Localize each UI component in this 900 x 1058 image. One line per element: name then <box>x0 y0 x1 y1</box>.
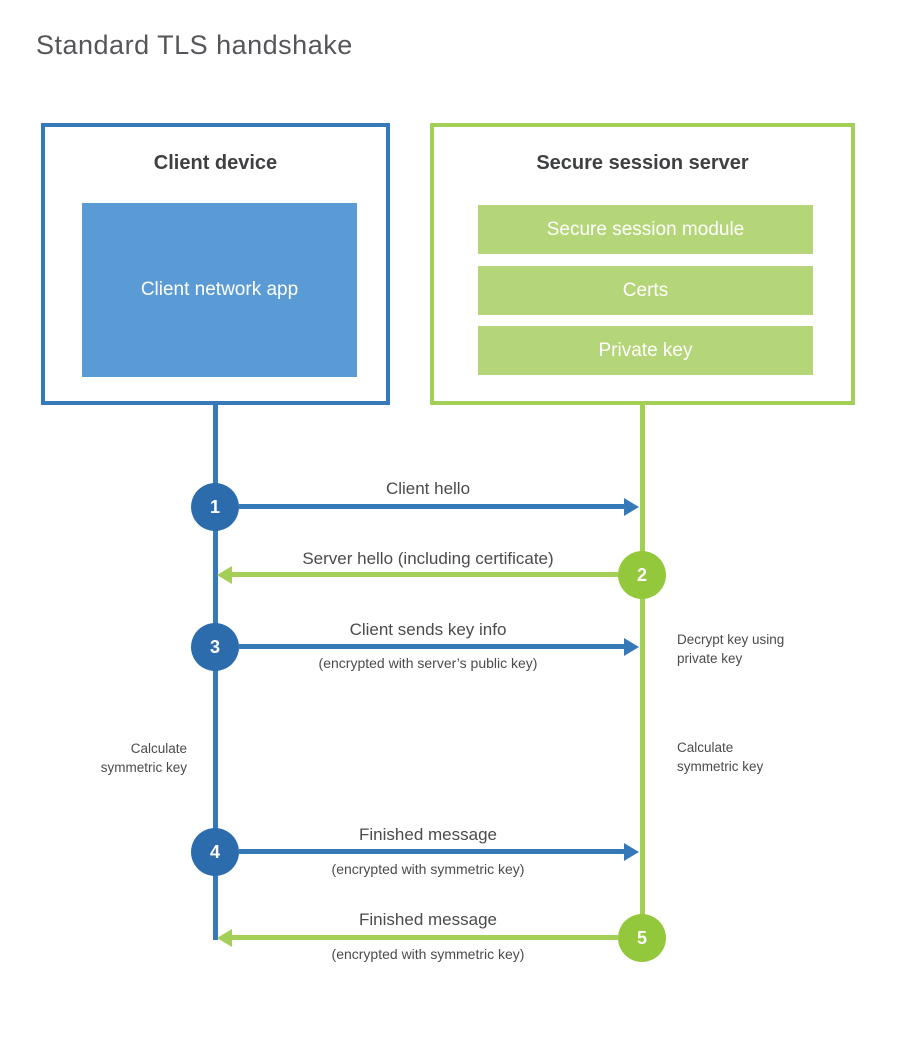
step-3-circle: 3 <box>191 623 239 671</box>
server-module-label: Certs <box>622 279 669 301</box>
step-3-sublabel: (encrypted with server’s public key) <box>318 655 538 671</box>
server-lifeline <box>640 405 645 940</box>
step-5-circle: 5 <box>618 914 666 962</box>
note-calculate-symmetric-key-left: Calculate symmetric key <box>100 741 187 775</box>
client-network-app-label: Client network app <box>140 279 299 301</box>
step-5-arrow <box>231 935 618 940</box>
server-module-label: Private key <box>598 339 693 361</box>
client-device-title: Client device <box>153 152 278 174</box>
note-decrypt-key: Decrypt key using private key <box>677 632 785 666</box>
step-1-circle: 1 <box>191 483 239 531</box>
secure-session-server-box: Secure session server Secure session mod… <box>430 123 855 405</box>
arrowhead-right-icon <box>624 638 639 656</box>
step-2-label: Server hello (including certificate) <box>302 549 554 568</box>
server-module-label: Secure session module <box>546 218 745 240</box>
secure-session-server-title: Secure session server <box>536 152 749 174</box>
step-3-arrow <box>239 644 625 649</box>
client-device-box: Client device Client network app <box>41 123 390 405</box>
step-4-arrow <box>239 849 625 854</box>
step-4-label: Finished message <box>359 825 497 844</box>
note-calculate-symmetric-key-right: Calculate symmetric key <box>677 740 764 774</box>
step-2-circle: 2 <box>618 551 666 599</box>
arrowhead-left-icon <box>217 929 232 947</box>
step-2-arrow <box>231 572 618 577</box>
server-module-bar: Private key <box>478 326 813 375</box>
step-4-circle: 4 <box>191 828 239 876</box>
step-5-label: Finished message <box>359 910 497 929</box>
server-module-bar: Certs <box>478 266 813 315</box>
step-5-sublabel: (encrypted with symmetric key) <box>331 946 525 962</box>
server-module-bar: Secure session module <box>478 205 813 254</box>
arrowhead-right-icon <box>624 498 639 516</box>
step-1-label: Client hello <box>385 479 471 498</box>
arrowhead-left-icon <box>217 566 232 584</box>
arrowhead-right-icon <box>624 843 639 861</box>
step-3-label: Client sends key info <box>349 620 507 639</box>
client-lifeline <box>213 405 218 940</box>
client-network-app-box: Client network app <box>82 203 357 377</box>
page-title: Standard TLS handshake <box>36 30 353 60</box>
step-1-arrow <box>239 504 625 509</box>
step-4-sublabel: (encrypted with symmetric key) <box>331 861 525 877</box>
